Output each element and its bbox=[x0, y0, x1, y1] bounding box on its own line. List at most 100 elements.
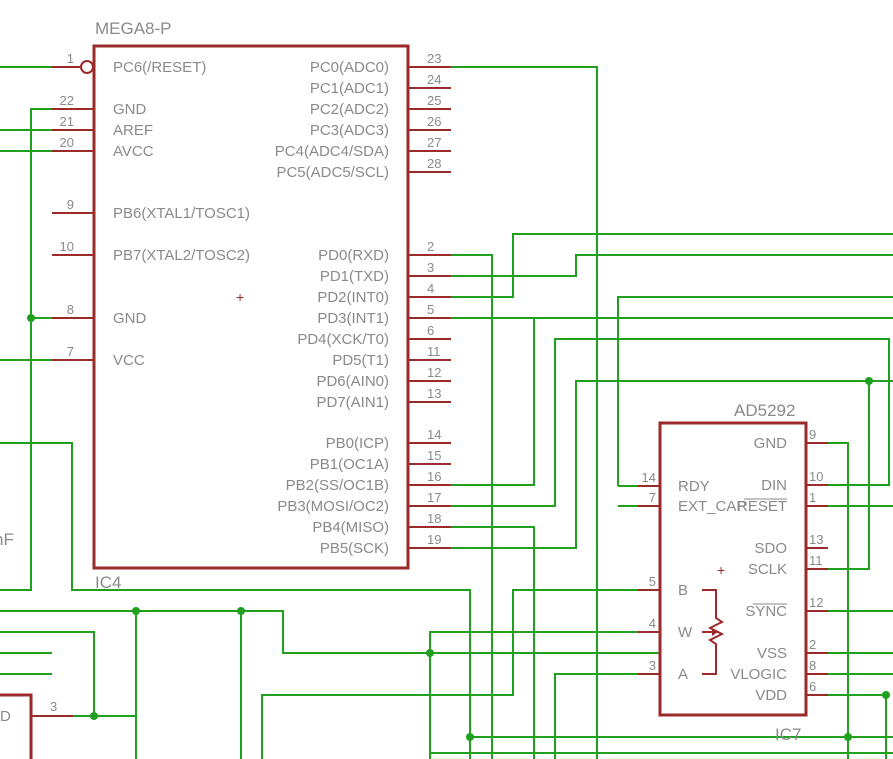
junction-dot bbox=[426, 649, 434, 657]
pin-number: 7 bbox=[649, 490, 656, 505]
pin-name: PD3(INT1) bbox=[317, 310, 389, 327]
left-chip-pin-num: 3 bbox=[50, 699, 57, 714]
pin-name: PC0(ADC0) bbox=[310, 59, 389, 76]
pin-name: RESET bbox=[737, 498, 787, 515]
pin-number: 6 bbox=[427, 323, 434, 338]
pin-name: PB0(ICP) bbox=[326, 435, 389, 452]
pin-number: 12 bbox=[809, 595, 823, 610]
pin-number: 9 bbox=[809, 427, 816, 442]
junction-dot bbox=[466, 733, 474, 741]
pin-number: 12 bbox=[427, 365, 441, 380]
pin-number: 14 bbox=[427, 427, 441, 442]
junction-dot bbox=[90, 712, 98, 720]
wire-left-long bbox=[0, 442, 471, 759]
pin-name: GND bbox=[113, 310, 147, 327]
pin-name: PD4(XCK/T0) bbox=[297, 331, 389, 348]
pin-number: 2 bbox=[427, 239, 434, 254]
junction-dot bbox=[882, 691, 890, 699]
wire-rdy bbox=[617, 296, 893, 486]
pin-number: 5 bbox=[649, 574, 656, 589]
ic7-part-label: AD5292 bbox=[734, 401, 795, 420]
ic4-ref-label: IC4 bbox=[95, 573, 121, 592]
wire-pb5 bbox=[451, 380, 893, 549]
pin-number: 16 bbox=[427, 469, 441, 484]
pin-number: 27 bbox=[427, 135, 441, 150]
pin-number: 26 bbox=[427, 114, 441, 129]
pin-name: PB1(OC1A) bbox=[310, 456, 389, 473]
capacitor-value-fragment: nF bbox=[0, 530, 14, 549]
wire-pd0 bbox=[451, 254, 493, 759]
pin-number: 1 bbox=[67, 51, 74, 66]
junction-dot bbox=[844, 733, 852, 741]
pin-name: PB3(MOSI/OC2) bbox=[277, 498, 389, 515]
wire-gnd-bus bbox=[0, 108, 52, 591]
pin-name: PB2(SS/OC1B) bbox=[286, 477, 389, 494]
pin-number: 19 bbox=[427, 532, 441, 547]
pin-name: VCC bbox=[113, 352, 145, 369]
wire-ic7-vdd bbox=[828, 694, 887, 759]
inverter-bubble bbox=[80, 60, 94, 74]
pin-name: AREF bbox=[113, 122, 153, 139]
pin-number: 28 bbox=[427, 156, 441, 171]
pin-name: PD5(T1) bbox=[332, 352, 389, 369]
pin-number: 7 bbox=[67, 344, 74, 359]
pin-number: 3 bbox=[427, 260, 434, 275]
ic4-origin-cross: + bbox=[236, 289, 244, 305]
ic4-body bbox=[92, 44, 410, 570]
wires bbox=[0, 66, 893, 759]
pin-number: 1 bbox=[809, 490, 816, 505]
pin-name: RDY bbox=[678, 478, 710, 495]
pin-name: A bbox=[678, 666, 688, 683]
wire-ic7-gnd bbox=[828, 442, 849, 759]
wire-a bbox=[554, 673, 638, 759]
pin-name: PD6(AIN0) bbox=[316, 373, 389, 390]
pin-name: VSS bbox=[757, 645, 787, 662]
pin-name: PC6(/RESET) bbox=[113, 59, 206, 76]
pin-name: DIN bbox=[761, 477, 787, 494]
ic4-left-pins: 1PC6(/RESET)22GND21AREF20AVCC9PB6(XTAL1/… bbox=[52, 51, 250, 369]
junctions bbox=[27, 314, 890, 741]
pin-name: PD0(RXD) bbox=[318, 247, 389, 264]
ic4-atmega8[interactable]: MEGA8-P IC4 + 1PC6(/RESET)22GND21AREF20A… bbox=[52, 19, 451, 592]
pin-name: PD1(TXD) bbox=[320, 268, 389, 285]
pin-number: 10 bbox=[809, 469, 823, 484]
pin-name: AVCC bbox=[113, 143, 154, 160]
wire-b bbox=[261, 589, 638, 759]
left-chip-body bbox=[0, 693, 33, 759]
pin-name: GND bbox=[113, 101, 147, 118]
pin-number: 13 bbox=[427, 386, 441, 401]
partial-left-components: nF D 3 bbox=[0, 530, 73, 759]
pin-number: 6 bbox=[809, 679, 816, 694]
junction-dot bbox=[865, 377, 873, 385]
pin-name: B bbox=[678, 582, 688, 599]
junction-dot bbox=[132, 607, 140, 615]
pin-name: EXT_CAP bbox=[678, 498, 746, 515]
ic7-origin-cross: + bbox=[717, 562, 725, 578]
pin-name: PC5(ADC5/SCL) bbox=[276, 164, 389, 181]
pin-number: 14 bbox=[642, 470, 656, 485]
pin-number: 10 bbox=[60, 239, 74, 254]
pin-name: PB6(XTAL1/TOSC1) bbox=[113, 205, 250, 222]
pin-number: 4 bbox=[427, 281, 434, 296]
pin-name: PC4(ADC4/SDA) bbox=[275, 143, 389, 160]
pin-name: PD2(INT0) bbox=[317, 289, 389, 306]
pin-number: 23 bbox=[427, 51, 441, 66]
pin-name: PB4(MISO) bbox=[312, 519, 389, 536]
pin-name: PB7(XTAL2/TOSC2) bbox=[113, 247, 250, 264]
pot-wiper-arrow bbox=[712, 628, 718, 636]
ic7-right-pins: 9GND10DIN1RESET13SDO11SCLK12SYNC2VSS8VLO… bbox=[730, 427, 828, 704]
pin-number: 24 bbox=[427, 72, 441, 87]
pin-number: 5 bbox=[427, 302, 434, 317]
wire-pc0 bbox=[451, 66, 598, 759]
wire-pb2 bbox=[451, 317, 893, 486]
pin-name: GND bbox=[754, 435, 788, 452]
pin-name: W bbox=[678, 624, 693, 641]
pin-name: SDO bbox=[754, 540, 787, 557]
pin-number: 22 bbox=[60, 93, 74, 108]
pin-number: 4 bbox=[649, 616, 656, 631]
pin-name: VDD bbox=[755, 687, 787, 704]
pin-number: 2 bbox=[809, 637, 816, 652]
pin-number: 3 bbox=[649, 658, 656, 673]
left-chip-pin-name: D bbox=[0, 708, 11, 725]
